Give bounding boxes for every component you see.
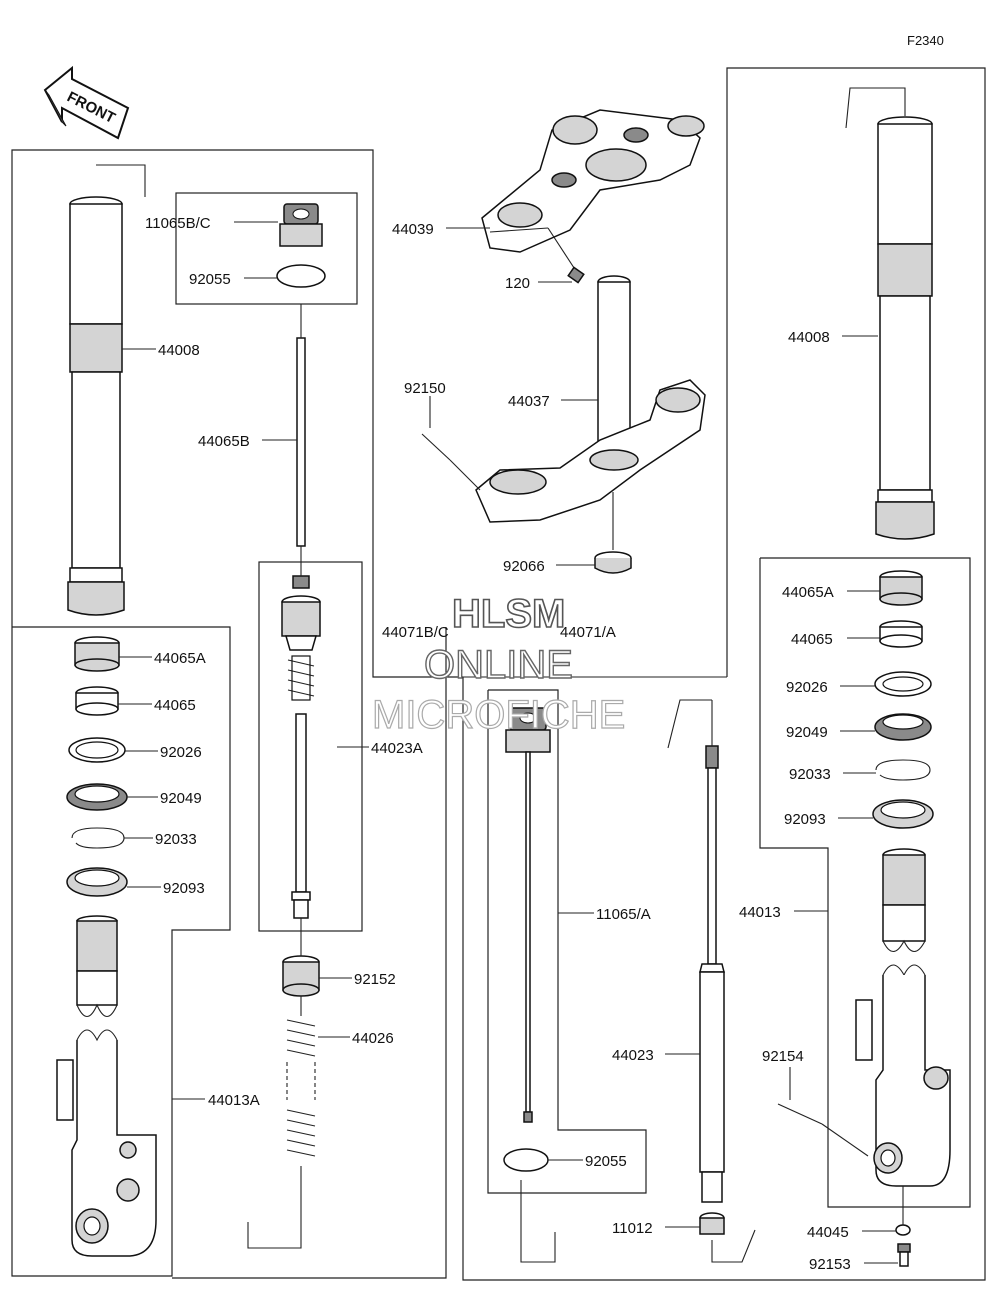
label-92153: 92153	[809, 1256, 851, 1273]
label-92152: 92152	[354, 971, 396, 988]
watermark-line-2: ONLINE	[424, 643, 573, 687]
bushing-44065a-left	[74, 636, 120, 672]
bolt-92150	[421, 433, 451, 461]
label-44023: 44023	[612, 1047, 654, 1064]
label-44065a-left: 44065A	[154, 650, 206, 667]
o-ring-92055-left	[276, 264, 326, 288]
label-44071a: 44071/A	[560, 624, 616, 641]
label-44039: 44039	[392, 221, 434, 238]
clip-92033-left	[71, 827, 125, 849]
label-120: 120	[505, 275, 530, 292]
label-44045: 44045	[807, 1224, 849, 1241]
label-92055-left: 92055	[189, 271, 231, 288]
cartridge-44023-right	[699, 745, 725, 1203]
label-44065-right: 44065	[791, 631, 833, 648]
bolt-92153	[897, 1243, 911, 1267]
label-92026-right: 92026	[786, 679, 828, 696]
diagram-code: F2340	[907, 33, 944, 48]
bolt-92154	[777, 1103, 823, 1125]
label-92049-left: 92049	[160, 790, 202, 807]
front-arrow-icon: FRONT	[43, 65, 130, 140]
race-92066	[594, 551, 632, 574]
bolt-120	[547, 227, 585, 284]
leader-lines	[118, 221, 898, 1264]
washer-44045	[895, 1224, 911, 1236]
outer-tube-44013-right	[855, 848, 951, 1187]
rod-44065b	[296, 337, 306, 547]
clip-92033-right	[875, 759, 931, 781]
collar-11012	[699, 1212, 725, 1235]
label-92150: 92150	[404, 380, 446, 397]
washer-92026-left	[68, 737, 126, 763]
label-44026: 44026	[352, 1030, 394, 1047]
right-bushing-box	[759, 557, 971, 1208]
label-44071bc: 44071B/C	[382, 624, 449, 641]
label-11065a: 11065/A	[596, 906, 651, 923]
spring-44026	[286, 1019, 316, 1157]
label-92049-right: 92049	[786, 724, 828, 741]
fork-tube-right	[875, 116, 935, 540]
label-92154: 92154	[762, 1048, 804, 1065]
label-44065b: 44065B	[198, 433, 250, 450]
fork-tube-left	[67, 196, 125, 616]
washer-92026-right	[874, 671, 932, 697]
fork-cap-left	[279, 203, 323, 247]
o-ring-92055-right	[503, 1148, 549, 1172]
dust-seal-92093-right	[872, 799, 934, 829]
label-92033-right: 92033	[789, 766, 831, 783]
watermark: HLSM ONLINE MICROFICHE	[371, 591, 626, 737]
label-44023a: 44023A	[371, 740, 423, 757]
label-44008-left: 44008	[158, 342, 200, 359]
watermark-line-1: HLSM	[452, 592, 565, 636]
label-92026-left: 92026	[160, 744, 202, 761]
label-11012: 11012	[612, 1220, 653, 1237]
cap-box-right	[487, 689, 647, 1194]
label-44008-right: 44008	[788, 329, 830, 346]
label-92033-left: 92033	[155, 831, 197, 848]
cap-box-left	[175, 192, 358, 305]
bushing-44065a-right	[879, 570, 923, 606]
label-44013: 44013	[739, 904, 781, 921]
dust-seal-92093-left	[66, 867, 128, 897]
right-lower-frame	[462, 558, 986, 1281]
fork-cap-right	[505, 707, 551, 1123]
label-11065bc: 11065B/C	[145, 215, 211, 232]
label-92066: 92066	[503, 558, 545, 575]
bushing-44065-right	[879, 620, 923, 648]
outer-tube-44013a-left	[56, 915, 157, 1257]
nut-92152	[282, 955, 320, 997]
oil-seal-92049-left	[66, 783, 128, 811]
steering-stem-44037	[475, 275, 706, 523]
bushing-44065-left	[75, 686, 119, 716]
label-92055-right: 92055	[585, 1153, 627, 1170]
label-44065a-right: 44065A	[782, 584, 834, 601]
left-bushing-box	[11, 626, 231, 1277]
left-lower-frame	[172, 627, 447, 1279]
label-44065-left: 44065	[154, 697, 196, 714]
oil-seal-92049-right	[874, 713, 932, 741]
cartridge-44023a-left	[281, 575, 321, 919]
label-92093-right: 92093	[784, 811, 826, 828]
label-44013a: 44013A	[208, 1092, 260, 1109]
right-outer-frame	[726, 67, 986, 677]
label-44037: 44037	[508, 393, 550, 410]
upper-triple-clamp	[481, 109, 705, 253]
watermark-line-3: MICROFICHE	[372, 693, 625, 737]
label-92093-left: 92093	[163, 880, 205, 897]
left-outer-frame	[11, 149, 463, 678]
